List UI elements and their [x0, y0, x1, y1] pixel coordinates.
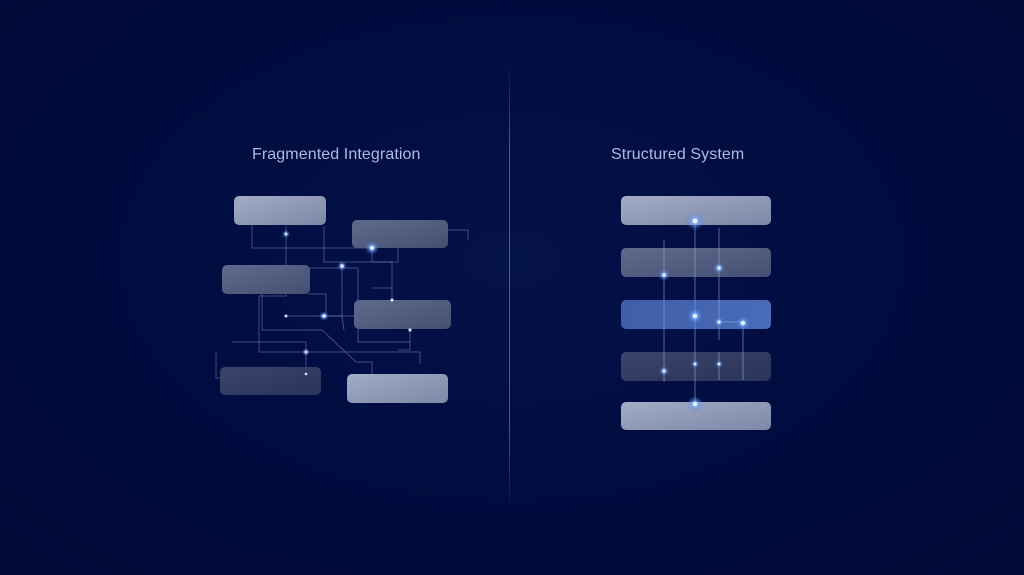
fragmented-nodes [282, 230, 412, 376]
fragment-block-3 [222, 265, 310, 294]
fragmented-integration-title: Fragmented Integration [252, 146, 421, 163]
center-divider [509, 60, 510, 510]
fragment-block-2 [352, 220, 448, 248]
fragment-block-5 [220, 367, 321, 395]
fragment-block-1 [234, 196, 326, 225]
layer-block-1 [621, 196, 771, 225]
structured-system-title: Structured System [611, 146, 745, 163]
fragment-block-6 [347, 374, 448, 403]
fragment-block-4 [354, 300, 451, 329]
layer-block-2 [621, 248, 771, 277]
layer-block-5 [621, 402, 771, 430]
structured-nodes [658, 212, 750, 412]
